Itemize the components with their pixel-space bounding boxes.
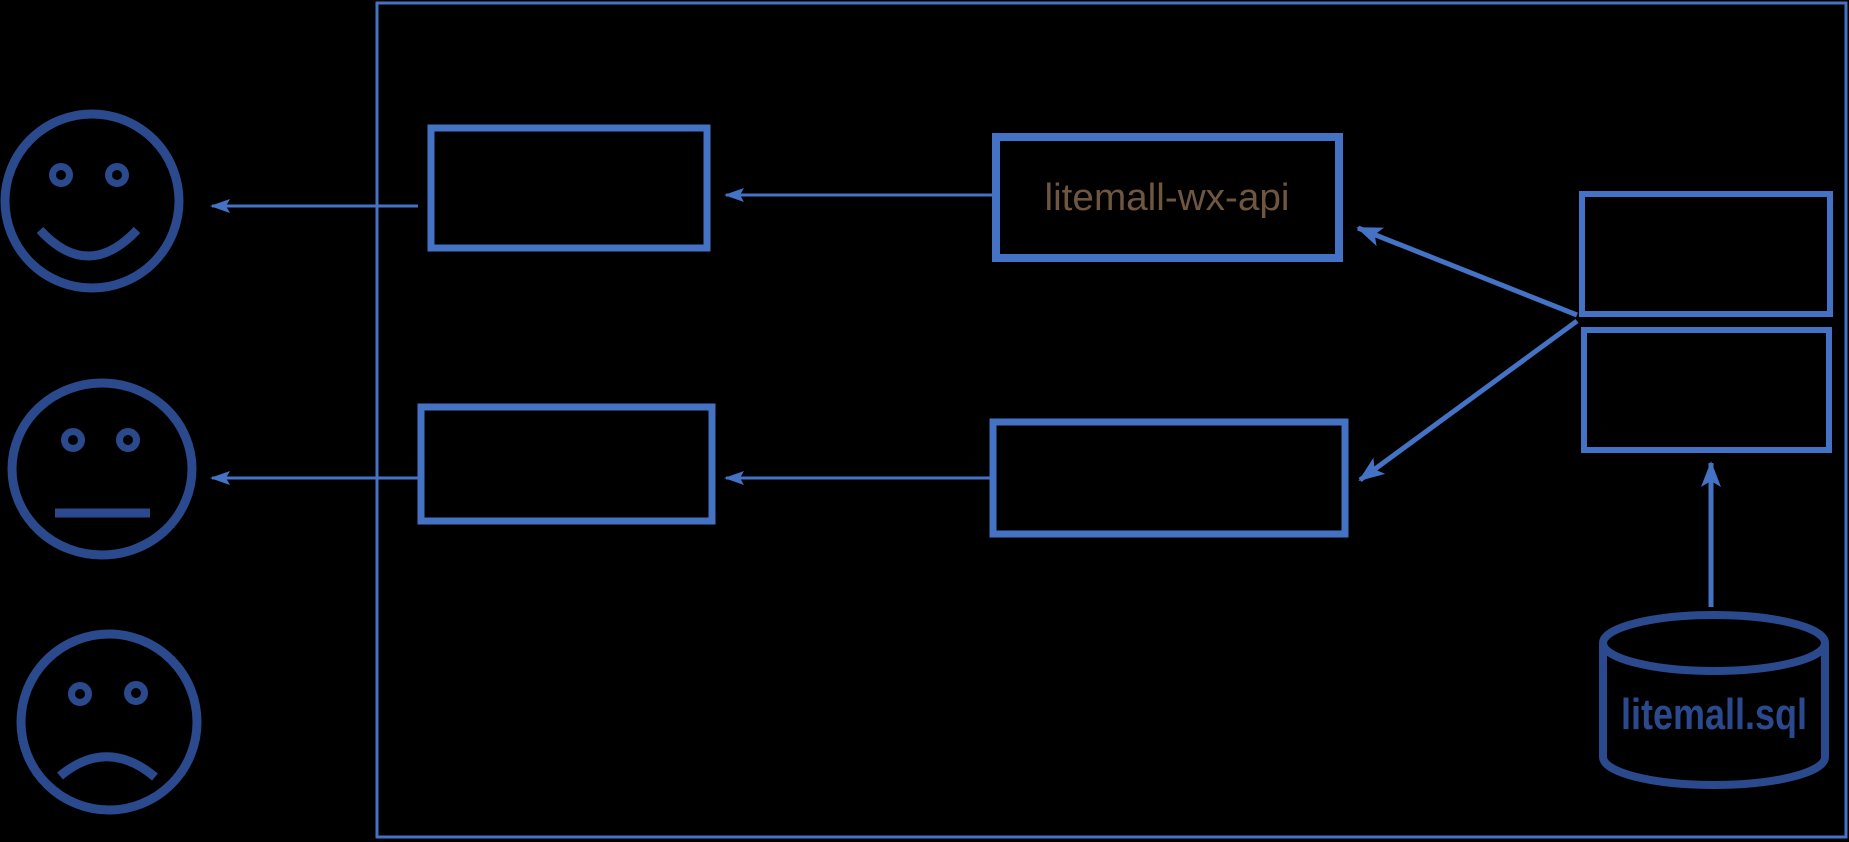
happy-face-outline [0,109,184,293]
sad-face-right-eye [124,681,148,705]
sad-face-frown [57,752,158,781]
sad-face-left-eye [68,682,92,706]
database-cylinder-top [1599,611,1829,675]
database-label: litemall.sql [1621,690,1807,739]
happy-face-smile [36,226,141,261]
happy-face-icon [0,109,184,293]
wx-api-box [992,133,1343,262]
sad-face-outline [16,629,202,815]
bottom-right-box [1581,327,1832,453]
happy-face-right-eye [105,163,129,187]
happy-face-left-eye [49,163,73,187]
database-cylinder: litemall.sql [1599,611,1829,789]
top-right-box [1579,191,1833,317]
sad-face-icon [16,629,202,815]
arrow-rightboxes-to-bottommiddle [1358,318,1579,483]
neutral-face-left-eye [61,428,85,452]
wx-api-label: litemall-wx-api [1045,177,1290,219]
neutral-face-icon [7,378,197,560]
neutral-face-outline [7,378,197,560]
top-left-box [427,124,711,252]
arrow-rightboxes-to-wxapi [1356,225,1578,318]
neutral-face-right-eye [116,428,140,452]
bottom-left-box [417,403,716,525]
database-cylinder-body [1599,643,1829,789]
bottom-middle-box [989,418,1349,538]
outer-frame [375,1,1848,839]
